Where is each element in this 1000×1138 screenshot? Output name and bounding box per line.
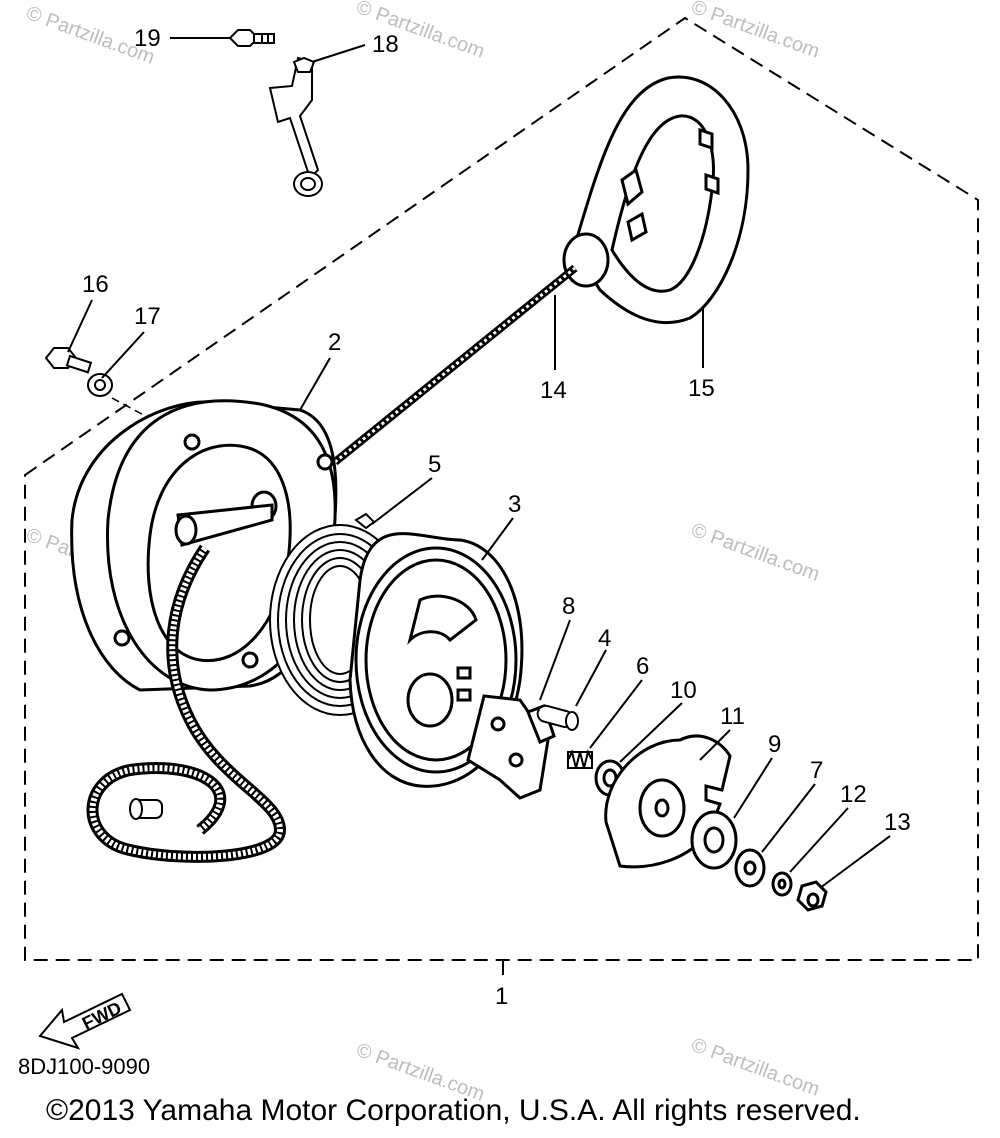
watermark: © Partzilla.com <box>688 1034 822 1101</box>
leader-10 <box>619 702 683 763</box>
callout-3: 3 <box>508 491 521 518</box>
callout-8: 8 <box>562 593 575 620</box>
callout-16: 16 <box>82 271 109 298</box>
leader-3 <box>481 517 514 561</box>
callout-6: 6 <box>636 653 649 680</box>
callout-5: 5 <box>428 451 441 478</box>
callout-12: 12 <box>840 781 867 808</box>
leader-4 <box>575 649 607 707</box>
diagram-id: 8DJ100-9090 <box>18 1054 151 1079</box>
leader-12 <box>789 807 849 873</box>
copyright-notice: ©2013 Yamaha Motor Corporation, U.S.A. A… <box>46 1094 861 1127</box>
handle-15 <box>562 75 750 325</box>
washer-12 <box>771 871 793 897</box>
leader-5 <box>371 477 433 525</box>
pin-4 <box>536 704 579 731</box>
callout-7: 7 <box>810 757 823 784</box>
leader-8 <box>539 619 571 701</box>
spring-6 <box>567 749 593 769</box>
bracket-18 <box>268 56 323 197</box>
fwd-arrow: FWD <box>38 992 132 1050</box>
pulley-3 <box>348 532 524 788</box>
washer-9 <box>690 810 738 870</box>
callout-10: 10 <box>670 677 697 704</box>
leader-17 <box>101 331 145 379</box>
leader-6 <box>589 679 643 749</box>
callout-17: 17 <box>134 303 161 330</box>
washer-7 <box>734 848 766 888</box>
callout-2: 2 <box>328 329 341 356</box>
leader-16 <box>67 299 93 353</box>
callout-1: 1 <box>495 983 508 1010</box>
callout-4: 4 <box>598 625 611 652</box>
watermark: © Partzilla.com <box>688 519 822 586</box>
pawl-8 <box>466 694 556 800</box>
bolt-16 <box>44 347 93 374</box>
leader-13 <box>819 835 891 889</box>
watermark: © Partzilla.com <box>688 0 822 63</box>
cable-end <box>129 798 163 820</box>
washer-17 <box>87 373 113 397</box>
bolt-19 <box>228 29 275 47</box>
callout-19: 19 <box>134 25 161 52</box>
leader-18 <box>311 44 366 63</box>
callout-13: 13 <box>884 809 911 836</box>
callout-11: 11 <box>720 703 745 730</box>
leader-9 <box>733 757 773 819</box>
callout-14: 14 <box>540 377 567 404</box>
leader-2 <box>299 357 331 411</box>
plate-11 <box>604 734 732 869</box>
callout-18: 18 <box>372 31 399 58</box>
leader-11 <box>699 729 731 761</box>
leader-7 <box>761 783 816 853</box>
nut-13 <box>796 880 828 912</box>
rope-14 <box>332 264 578 466</box>
callout-15: 15 <box>688 375 715 402</box>
assembly-boundary <box>24 16 979 961</box>
callout-9: 9 <box>768 731 781 758</box>
